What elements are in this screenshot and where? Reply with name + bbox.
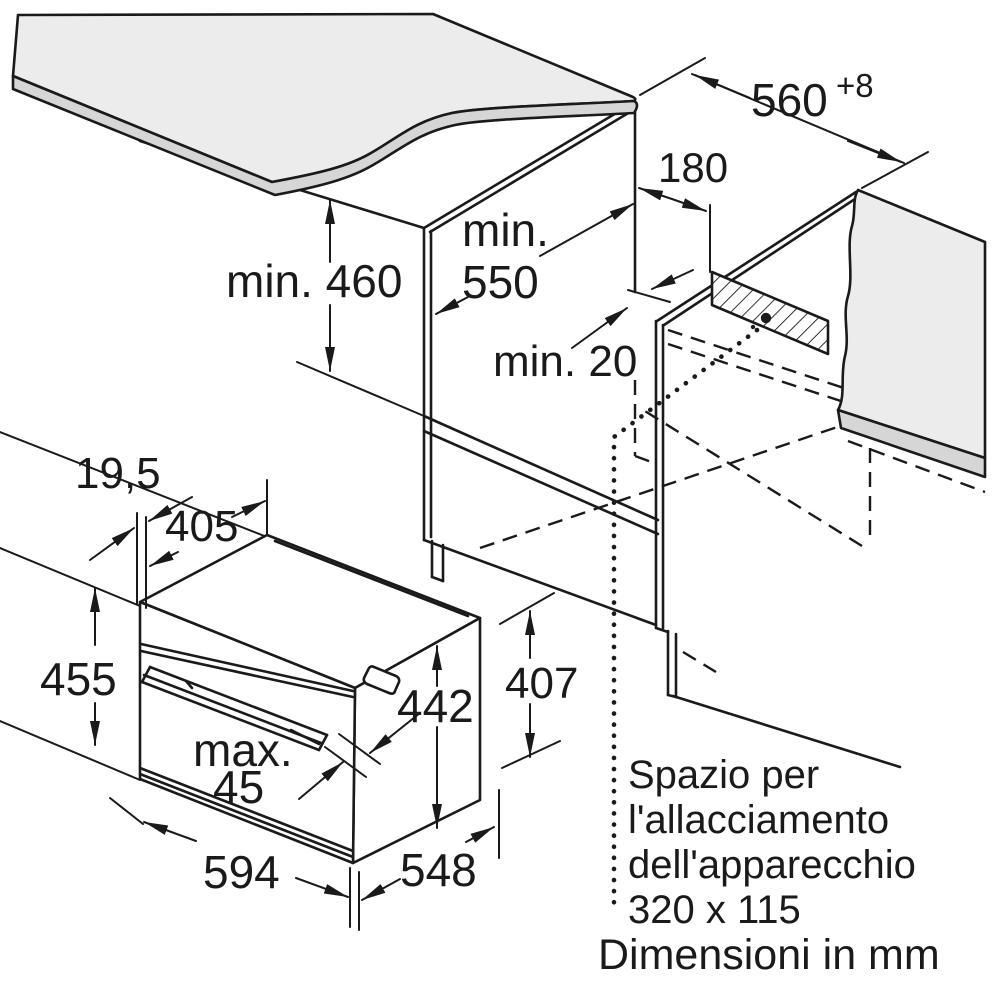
dim-top-depth: 405 [149,479,268,567]
label-niche-depth-value: 550 [462,256,539,308]
dim-door-proud: 19,5 [75,449,193,609]
connection-point-dot [760,312,772,324]
annotation-line-4: 320 x 115 [628,888,801,932]
label-rear-clearance: min. 20 [493,337,637,386]
dim-body-depth: 548 [361,789,500,901]
dim-body-height: 442 [397,645,474,829]
annotation-line-3: dell'apparecchio [628,843,916,887]
label-niche-width: 560 [751,74,828,126]
dim-niche-height: min. 460 [226,199,425,417]
label-side-offset: 180 [658,144,728,191]
label-top-depth: 405 [165,502,238,551]
label-body-depth: 548 [400,844,477,896]
label-niche-height: min. 460 [226,255,402,307]
dim-rear-height: 407 [499,592,578,769]
side-grip-slot [362,665,401,695]
dim-niche-depth: min. 550 [435,203,634,315]
tall-cabinet [138,101,660,627]
right-cabinet [654,190,902,769]
dim-niche-width: 560 +8 [639,57,929,189]
label-handle-word: max. [193,724,293,776]
connection-plate [709,204,830,356]
annotation-line-1: Spazio per [628,753,819,797]
wall-panel [836,188,987,494]
label-body-height: 442 [397,680,474,732]
label-rear-height: 407 [505,659,578,708]
label-niche-depth-word: min. [462,204,549,256]
unit-note: Dimensioni in mm [598,931,940,979]
dim-side-offset: 180 [638,144,728,212]
label-appliance-height: 455 [40,653,117,705]
dotted-connection-line [611,327,760,908]
oven-handle [140,665,329,752]
connection-annotation: Spazio per l'allacciamento dell'apparecc… [628,753,916,932]
label-door-proud: 19,5 [75,449,161,498]
label-appliance-width: 594 [203,846,280,898]
context-lines [0,431,268,781]
label-handle-value: 45 [213,761,264,813]
dim-appliance-height: 455 [40,587,117,746]
label-niche-width-tolerance: +8 [836,67,874,104]
oven [138,533,482,865]
dim-rear-clearance: min. 20 [493,269,694,386]
dim-appliance-width: 594 [109,797,360,931]
dim-handle-depth: max. 45 [193,712,421,813]
countertop [11,12,639,197]
annotation-line-2: l'allacciamento [628,798,889,842]
